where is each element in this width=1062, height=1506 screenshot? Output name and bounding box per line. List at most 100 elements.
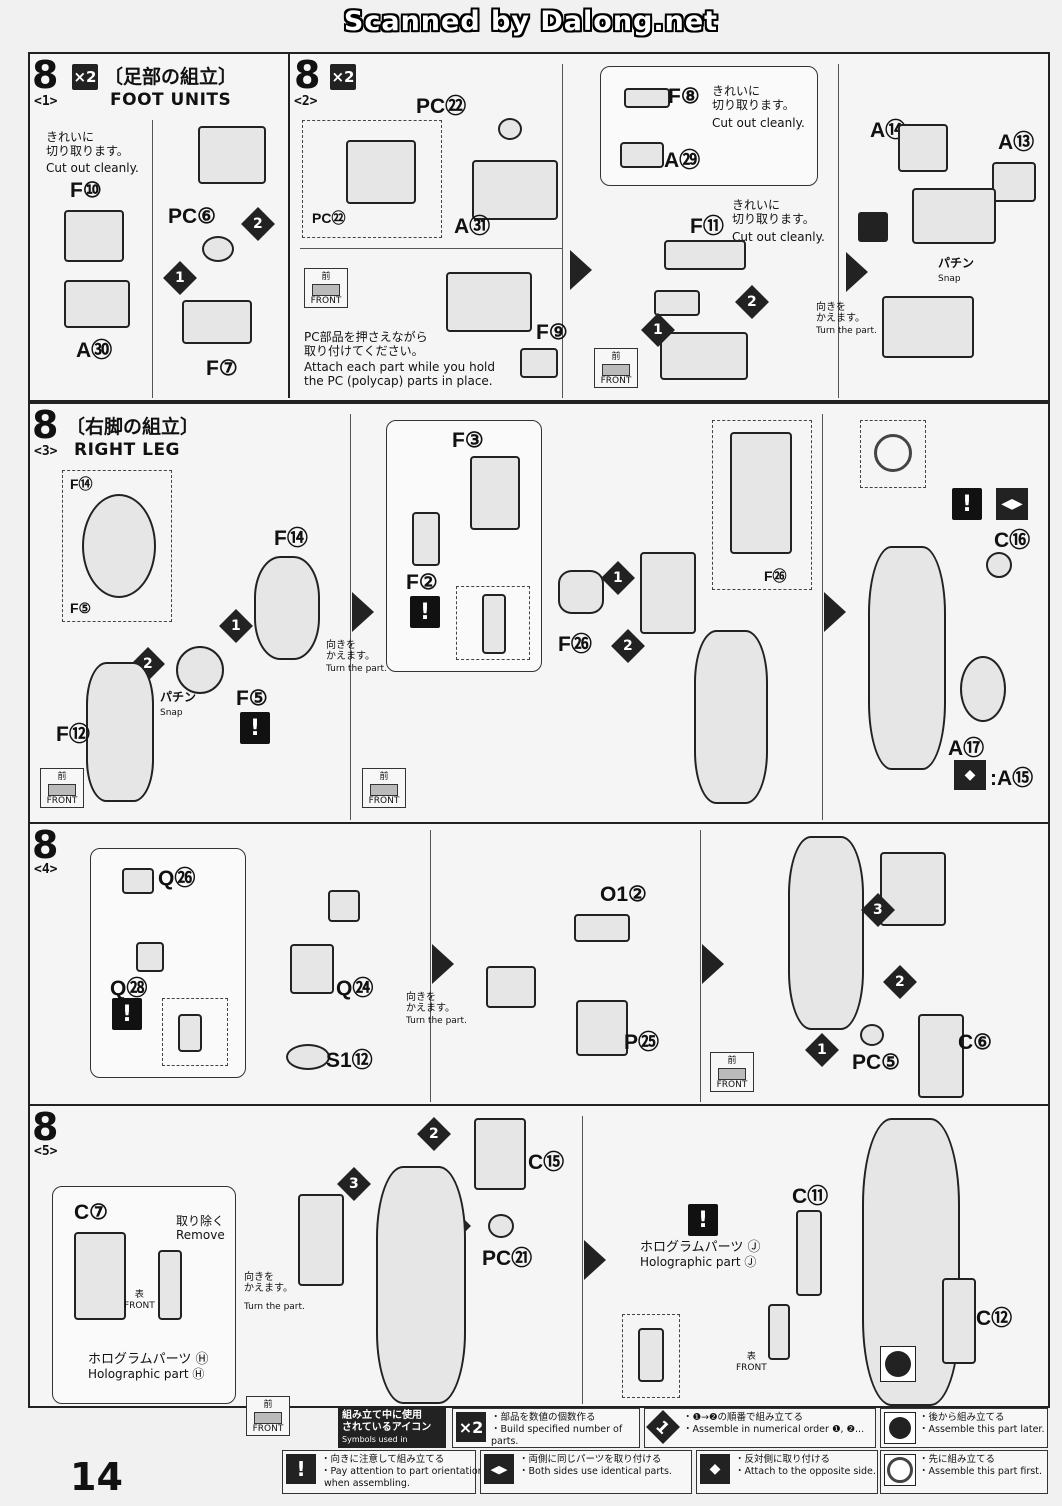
- part-label: PC㉒: [312, 210, 346, 226]
- flow-arrow: [702, 944, 724, 984]
- legend-item: ・先に組み立てる・Assemble this part first.: [880, 1450, 1048, 1494]
- detail-box: [162, 998, 228, 1066]
- part-label: F⑭: [70, 476, 93, 492]
- polycap-pc21: [488, 1214, 514, 1238]
- detail-box: [302, 120, 442, 238]
- part-label: Q㉘: [110, 977, 148, 1000]
- part-label: S1⑫: [326, 1049, 373, 1072]
- part-f26: [730, 432, 792, 554]
- substep-label: <4>: [34, 862, 58, 877]
- detail-box: [712, 420, 812, 590]
- half-circle-icon: [884, 1412, 916, 1444]
- turn-note-jp: 向きを かえます。: [326, 640, 375, 662]
- part-small: [654, 290, 700, 316]
- detail-box: [622, 1314, 680, 1398]
- flow-arrow: [584, 1240, 606, 1280]
- part-f26-small: [558, 570, 604, 614]
- scan-watermark: Scanned by Dalong.net: [343, 6, 719, 37]
- part-label: F⑤: [70, 600, 92, 616]
- part-label: F⑤: [236, 687, 268, 710]
- part-label: A⑰: [948, 737, 985, 760]
- polycap-note-en: Attach each part while you hold the PC (…: [304, 360, 496, 388]
- part-label: C⑥: [958, 1031, 992, 1054]
- part-c16: [986, 552, 1012, 578]
- part-label: F⑫: [56, 723, 90, 746]
- part-c11: [796, 1210, 822, 1296]
- part-s1-12: [286, 1044, 330, 1070]
- part-label: PC⑤: [852, 1051, 900, 1074]
- holographic-part-j: [768, 1304, 790, 1360]
- part-label: :A⑮: [990, 767, 1034, 790]
- part-label: F⑦: [206, 357, 238, 380]
- side-armor: [298, 1194, 344, 1286]
- part-label: PC⑥: [168, 205, 216, 228]
- mirror-icon: ◀▶: [484, 1454, 514, 1484]
- cut-note-en: Cut out cleanly.: [732, 230, 825, 244]
- foot-part-a30: [64, 280, 130, 328]
- orientation-warning-icon: !: [112, 998, 142, 1030]
- part-a29: [620, 142, 664, 168]
- calf-part: [880, 852, 946, 926]
- opposite-side-icon: ◆: [954, 760, 986, 790]
- section-title-jp: 〔足部の組立〕: [104, 66, 238, 88]
- part-label: P㉕: [624, 1031, 660, 1054]
- part-q28: [136, 942, 164, 972]
- part-f3: [470, 456, 520, 530]
- leg-assembly-5: [376, 1166, 466, 1404]
- detail-box: [62, 470, 172, 622]
- detail-box: [456, 586, 530, 660]
- part-label: A⑬: [998, 131, 1035, 154]
- holographic-part-h: [158, 1250, 182, 1320]
- part-f14: [254, 556, 320, 660]
- order-icon: 1: [646, 1410, 680, 1444]
- later-icon: [858, 212, 888, 242]
- first-assembly-icon: [874, 434, 912, 472]
- shoulder-body: [912, 188, 996, 244]
- legend-item: ! ・向きに注意して組み立てる ・Pay attention to part o…: [282, 1450, 484, 1494]
- part-label: A㉛: [454, 215, 491, 238]
- foot-part-top: [198, 126, 266, 184]
- part-label: C⑪: [792, 1185, 829, 1208]
- part-label: F⑭: [274, 527, 308, 550]
- part-label: PC㉒: [416, 95, 467, 118]
- shoulder-assembled: [882, 296, 974, 358]
- orientation-warning-icon: !: [688, 1204, 718, 1236]
- section-title-jp: 〔右脚の組立〕: [66, 416, 200, 438]
- turn-note-jp: 向きを かえます。: [244, 1272, 293, 1294]
- first-icon: [884, 1454, 916, 1486]
- detail-box: [90, 848, 246, 1078]
- part-a13: [992, 162, 1036, 202]
- part-label: Q㉖: [158, 867, 196, 890]
- part-o1-2: [574, 914, 630, 942]
- part-f5-ring: [176, 646, 224, 694]
- detail-box: [600, 66, 818, 186]
- step-number: 8: [294, 53, 321, 97]
- part-label: F⑨: [536, 321, 568, 344]
- part-f9: [520, 348, 558, 378]
- part-label: F⑩: [70, 179, 102, 202]
- part-q24-top: [328, 890, 360, 922]
- step-number: 8: [32, 403, 59, 447]
- step-number: 8: [32, 823, 59, 867]
- substep-label: <5>: [34, 1144, 58, 1159]
- cut-note-en: Cut out cleanly.: [712, 116, 805, 130]
- part-label: F㉖: [764, 568, 787, 584]
- orientation-warning-icon: !: [410, 596, 440, 628]
- part-label: C⑫: [976, 1307, 1013, 1330]
- part-f12: [86, 662, 154, 802]
- cut-note-jp: きれいに 切り取ります。: [712, 84, 795, 112]
- flow-arrow: [846, 252, 868, 292]
- part-label: A⑭: [870, 119, 907, 142]
- part-label: O1②: [600, 883, 647, 906]
- legend-item: ◀▶ ・両側に同じパーツを取り付ける・Both sides use identi…: [480, 1450, 692, 1494]
- shoulder-part-a31: [472, 160, 558, 220]
- part-label: F⑪: [690, 215, 724, 238]
- section-title-en: RIGHT LEG: [74, 440, 181, 460]
